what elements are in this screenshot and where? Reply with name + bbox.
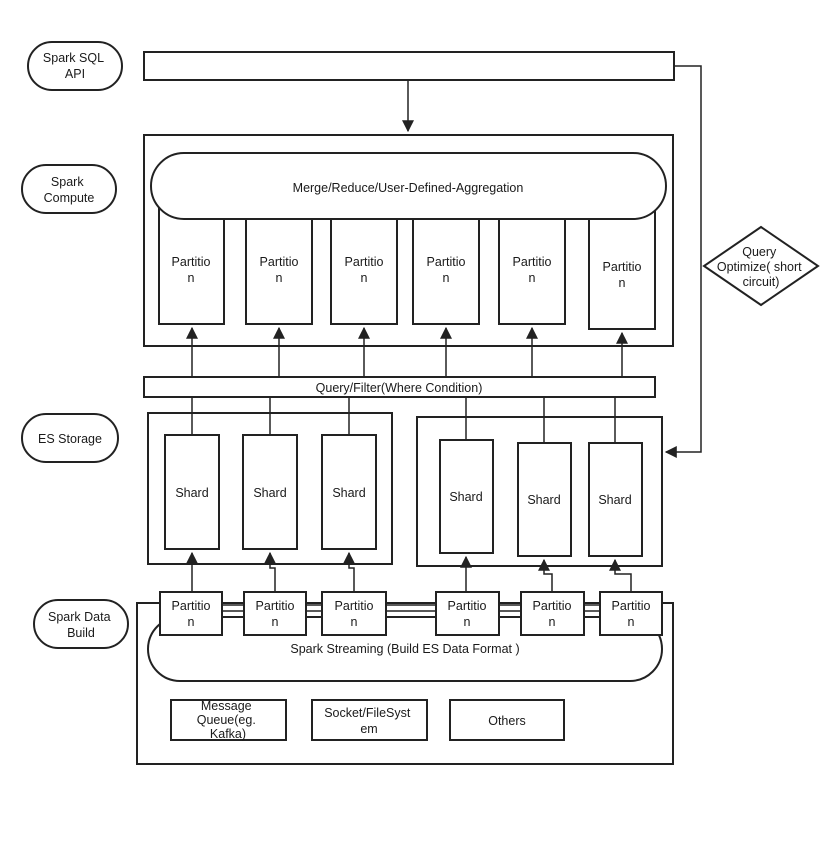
aggregation-label: Merge/Reduce/User-Defined-Aggregation bbox=[293, 181, 524, 195]
source-others: Others bbox=[449, 699, 565, 741]
optimizer-connector-arrow bbox=[664, 65, 702, 458]
shard: Shard bbox=[517, 442, 572, 557]
shard: Shard bbox=[588, 442, 643, 557]
query-filter-bar: Query/Filter(Where Condition) bbox=[143, 376, 656, 398]
shard: Shard bbox=[164, 434, 220, 550]
svg-text:Shard: Shard bbox=[175, 486, 208, 500]
layer-label-spark-compute-text: Spark Compute bbox=[44, 175, 95, 205]
layer-label-spark-data-build: Spark Data Build bbox=[33, 599, 129, 649]
filter-to-shard-lines bbox=[191, 397, 616, 443]
query-optimizer-diamond: Query Optimize( short circuit) bbox=[702, 225, 820, 307]
shard: Shard bbox=[439, 439, 494, 554]
layer-label-spark-sql-api: Spark SQL API bbox=[27, 41, 123, 91]
source-message-queue: Message Queue(eg. Kafka) bbox=[170, 699, 287, 741]
layer-label-es-storage: ES Storage bbox=[21, 413, 119, 463]
source-socket-filesystem: Socket/FileSyst em bbox=[311, 699, 428, 741]
svg-text:Socket/FileSyst em: Socket/FileSyst em bbox=[324, 706, 414, 736]
svg-text:Shard: Shard bbox=[527, 493, 560, 507]
layer-label-spark-data-build-text: Spark Data Build bbox=[48, 610, 114, 640]
layer-label-spark-compute: Spark Compute bbox=[21, 164, 117, 214]
svg-text:Shard: Shard bbox=[449, 490, 482, 504]
svg-text:Others: Others bbox=[488, 714, 526, 728]
shard: Shard bbox=[321, 434, 377, 550]
svg-text:Shard: Shard bbox=[332, 486, 365, 500]
svg-text:Shard: Shard bbox=[598, 493, 631, 507]
build-to-shard-arrows bbox=[186, 551, 632, 592]
layer-label-es-storage-text: ES Storage bbox=[38, 432, 102, 446]
aggregation-pill: Merge/Reduce/User-Defined-Aggregation bbox=[150, 152, 667, 220]
shard: Shard bbox=[242, 434, 298, 550]
svg-text:Message Queue(eg.: Message Queue(eg. Kafka) bbox=[197, 699, 260, 741]
build-partition-rails bbox=[222, 604, 600, 612]
svg-text:Shard: Shard bbox=[253, 486, 286, 500]
spark-streaming-label: Spark Streaming (Build ES Data Format ) bbox=[290, 642, 519, 656]
filter-to-compute-arrows bbox=[186, 326, 628, 377]
query-filter-label: Query/Filter(Where Condition) bbox=[316, 381, 483, 395]
layer-label-spark-sql-api-text: Spark SQL API bbox=[43, 51, 107, 81]
query-optimizer-label: Query Optimize( short circuit) bbox=[717, 245, 805, 289]
sql-api-bar bbox=[143, 51, 675, 81]
